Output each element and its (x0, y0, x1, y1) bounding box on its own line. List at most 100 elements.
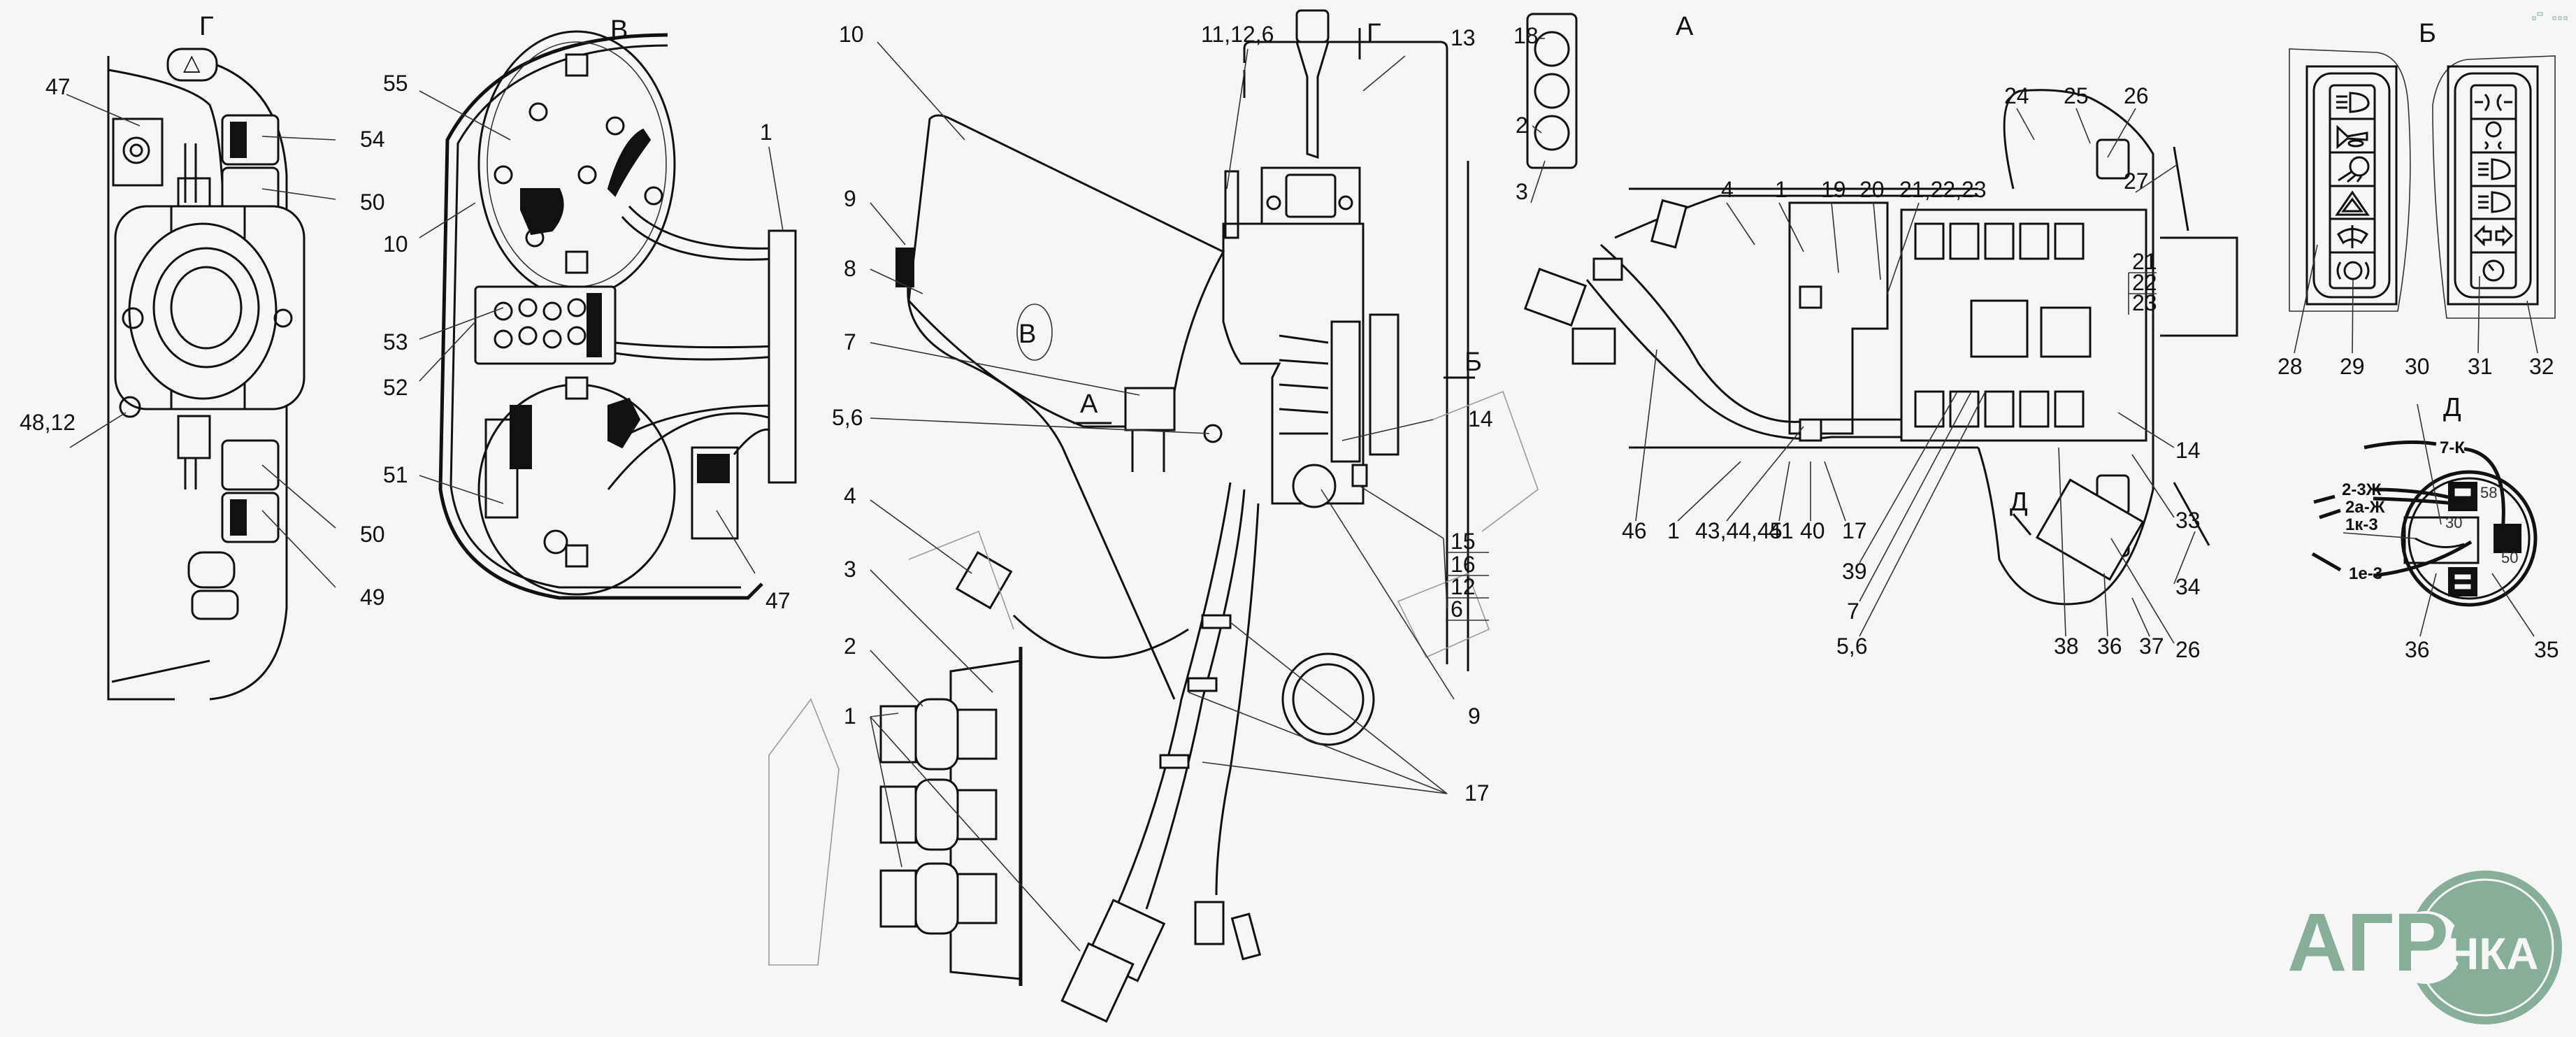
callout: 3 (1516, 179, 1528, 204)
callout: 19 (1821, 177, 1846, 202)
view-b: Б (2278, 19, 2556, 379)
callout: 39 (1842, 559, 1867, 584)
high-beam-icon (2336, 92, 2370, 113)
gauge-icon (2482, 259, 2505, 282)
callout: 36 (2405, 637, 2430, 662)
instrument-illumination-icon (2484, 121, 2502, 150)
logo-text-left: АГРО (2287, 896, 2512, 989)
callout: 46 (1622, 518, 1647, 543)
agronka-logo: АГРО НКА (2287, 871, 2562, 1024)
callout: 41 (1769, 518, 1794, 543)
view-d-title: Д (2443, 393, 2461, 422)
callout: 1 (760, 120, 772, 145)
callout: 53 (383, 329, 408, 355)
callout: 7 (1847, 599, 1859, 624)
callout: 38 (2054, 634, 2079, 659)
callout-stack: 21 22 23 (2128, 249, 2157, 315)
callout: 7 (844, 329, 856, 355)
callout: 50 (360, 189, 385, 215)
callout: 50 (360, 522, 385, 547)
callout: 47 (45, 74, 71, 99)
svg-text:21: 21 (2132, 249, 2157, 274)
callout: 30 (2405, 354, 2430, 379)
callout: 35 (2534, 637, 2559, 662)
main-assembly: Г Б А В 10 11,12,6 13 9 8 7 5,6 4 3 2 1 … (768, 9, 1539, 1023)
callout: 1 (844, 703, 856, 729)
left-icon-column (2330, 92, 2375, 280)
callout: 52 (383, 375, 408, 400)
callout: 11,12,6 (1201, 22, 1274, 47)
nut-9 (1292, 464, 1337, 508)
high-beam-icon (2478, 191, 2511, 213)
svg-text:15: 15 (1451, 529, 1476, 554)
work-light-icon (2338, 156, 2370, 183)
callout: 21,22,23 (1899, 177, 1987, 202)
wiper-icon (2337, 225, 2369, 248)
terminal-50: 50 (2501, 549, 2518, 566)
view-v: В (383, 15, 797, 613)
lever-handle (1295, 9, 1330, 43)
callout: 33 (2175, 508, 2201, 533)
view-a: А (1513, 12, 2238, 662)
svg-text:23: 23 (2132, 290, 2157, 315)
brake-warning-icon (2336, 261, 2370, 280)
callout: 27 (2124, 169, 2149, 194)
callout: 5,6 (832, 405, 863, 430)
callout: 8 (844, 256, 856, 281)
view-g-title: Г (199, 12, 214, 41)
callout: 40 (1800, 518, 1825, 543)
view-arrow-a: А (1080, 389, 1098, 419)
callout: 32 (2529, 354, 2554, 379)
callout: 13 (1451, 25, 1476, 50)
callout: 9 (844, 186, 856, 211)
switch-50-bottom (221, 439, 280, 491)
wire-7-k: 7-К (2440, 438, 2465, 457)
view-arrow-v: В (1019, 320, 1036, 349)
callout: 14 (1468, 406, 1493, 431)
callout: 18 (1513, 23, 1539, 48)
socket-plate (1526, 13, 1578, 169)
callout: 37 (2139, 634, 2164, 659)
view-arrow-d: Д (2010, 487, 2028, 517)
flange-1 (768, 229, 797, 484)
callout: 25 (2064, 83, 2089, 108)
view-b-title: Б (2419, 19, 2436, 48)
callout: 55 (383, 71, 408, 96)
callout: 28 (2278, 354, 2303, 379)
callout: 31 (2468, 354, 2493, 379)
relay-block (1900, 208, 2147, 442)
terminal-58: 58 (2480, 484, 2497, 501)
callout: 14 (2175, 438, 2201, 463)
callout: 3 (844, 557, 856, 582)
svg-text:6: 6 (1451, 596, 1463, 622)
callout: 9 (1468, 703, 1481, 729)
callout: 4 (844, 483, 856, 508)
callout: 10 (839, 22, 864, 47)
hazard-triangle-icon (2335, 190, 2370, 216)
callout: 29 (2340, 354, 2365, 379)
view-arrow-b: Б (1465, 348, 1482, 377)
callout: 26 (2124, 83, 2149, 108)
callout: 4 (1721, 177, 1734, 202)
svg-text:16: 16 (1451, 552, 1476, 577)
callout: 1 (1775, 177, 1787, 202)
view-arrow-g: Г (1367, 19, 1381, 48)
terminal-30: 30 (2445, 514, 2462, 531)
parking-lights-icon (2475, 93, 2512, 111)
callout: 51 (383, 462, 408, 487)
horn-icon (2336, 124, 2368, 150)
callout: 54 (360, 127, 385, 152)
view-d: Д 58 30 50 7-К 2-3Ж 2а-Ж 1к-3 1е-3 36 (2311, 393, 2559, 662)
callout: 5,6 (1836, 634, 1867, 659)
logo-text-right: НКА (2447, 929, 2539, 979)
triangle-icon: △ (183, 50, 201, 75)
callout: 20 (1859, 177, 1885, 202)
callout: 36 (2097, 634, 2122, 659)
ignition-key (187, 551, 236, 589)
corner-marks (2532, 12, 2568, 20)
turn-signals-icon (2473, 224, 2514, 247)
callout: 47 (765, 588, 791, 613)
svg-text:12: 12 (1451, 574, 1476, 599)
callout: 2 (844, 634, 856, 659)
